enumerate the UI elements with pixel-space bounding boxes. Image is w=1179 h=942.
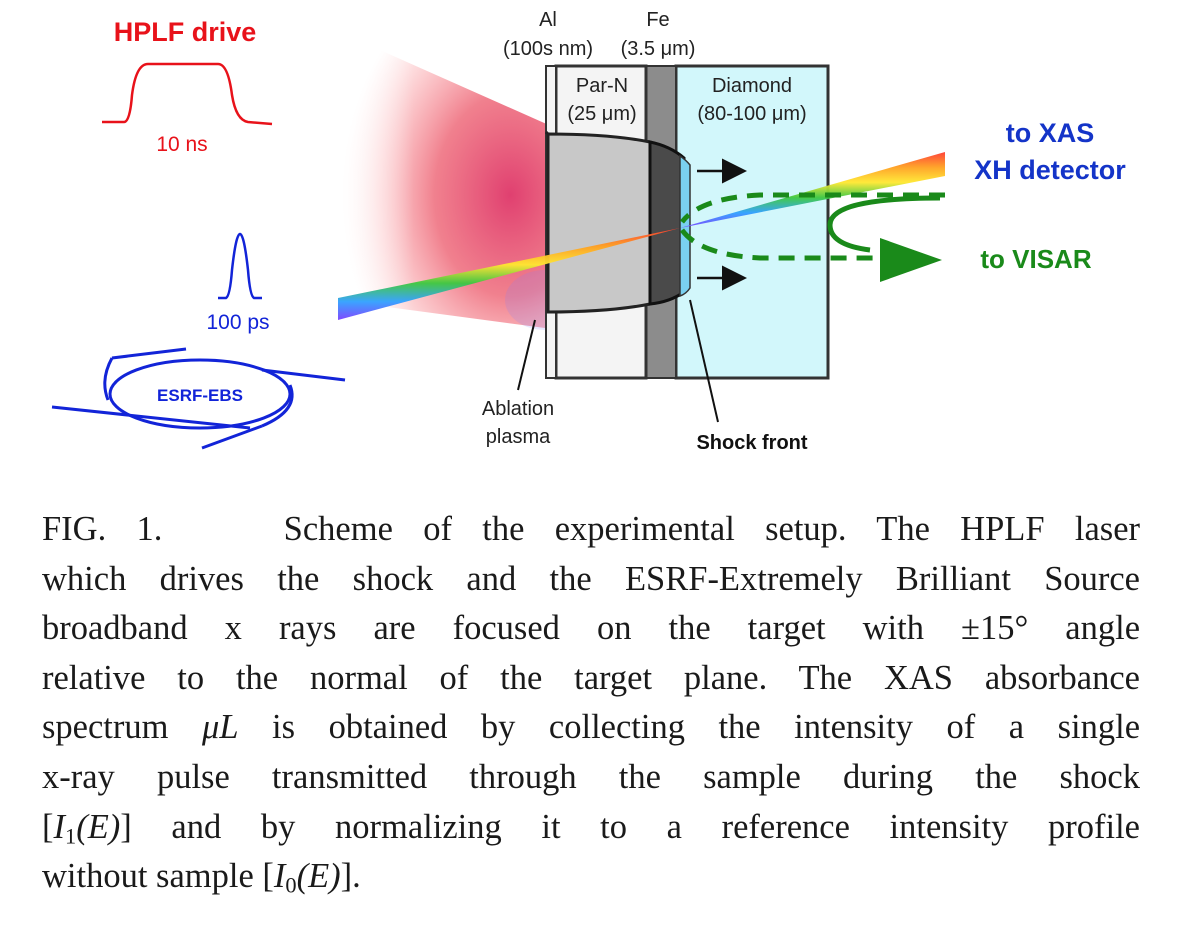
parn-label: Par-N	[576, 75, 628, 97]
xray-duration-label: 100 ps	[206, 311, 269, 334]
hplf-duration-label: 10 ns	[156, 133, 207, 156]
figure-caption: FIG. 1. Scheme of the experimental setup…	[42, 505, 1140, 902]
ablation-label: Ablation	[482, 398, 554, 420]
hplf-drive-label: HPLF drive	[114, 17, 257, 47]
fe-label: Fe	[646, 9, 669, 31]
caption-line-7: [I1(E)] and by normalizing it to a refer…	[42, 807, 1140, 849]
xray-pulse-icon	[218, 232, 262, 300]
caption-line-8: without sample [I0(E)].	[42, 857, 361, 898]
shock-front-label: Shock front	[696, 432, 807, 454]
visar-arrow	[827, 195, 942, 282]
caption-line-4: relative to the normal of the target pla…	[42, 658, 1140, 697]
diamond-label: Diamond	[712, 75, 792, 97]
to-xas-label: to XAS	[1006, 118, 1095, 148]
xray-beam	[338, 152, 945, 320]
plasma-label: plasma	[486, 426, 551, 448]
to-visar-label: to VISAR	[980, 244, 1091, 274]
caption-line-1: FIG. 1. Scheme of the experimental setup…	[42, 510, 1140, 548]
xh-detector-label: XH detector	[974, 155, 1126, 185]
ablation-plasma-glow	[335, 30, 585, 330]
esrf-ring-icon	[51, 347, 346, 450]
shock-front-leader-line	[689, 299, 719, 423]
parn-thickness-label: (25 μm)	[567, 103, 636, 125]
shocked-parn	[546, 132, 652, 314]
diamond-thickness-label: (80-100 μm)	[697, 103, 806, 125]
fe-thickness-label: (3.5 μm)	[621, 38, 696, 60]
visar-beam	[679, 192, 945, 261]
caption-line-3: broadband x rays are focused on the targ…	[42, 609, 1141, 648]
shock-front-region	[679, 154, 691, 298]
ablation-leader-line	[517, 319, 536, 391]
al-thickness-label: (100s nm)	[503, 38, 593, 60]
esrf-ebs-label: ESRF-EBS	[157, 386, 243, 405]
shocked-fe	[648, 140, 686, 306]
hplf-pulse-icon	[102, 62, 273, 126]
figure-number: FIG. 1.	[42, 510, 163, 548]
caption-line-5: spectrum μL is obtained by collecting th…	[42, 708, 1141, 747]
caption-line-2: which drives the shock and the ESRF-Extr…	[42, 559, 1140, 598]
experimental-setup-diagram: HPLF drive 10 ns 100 ps ESRF-EBS Al (100…	[51, 9, 1126, 454]
mu-l-symbol: μL	[202, 708, 239, 747]
al-label: Al	[539, 9, 557, 31]
caption-line-6: x-ray pulse transmitted through the samp…	[42, 757, 1140, 796]
